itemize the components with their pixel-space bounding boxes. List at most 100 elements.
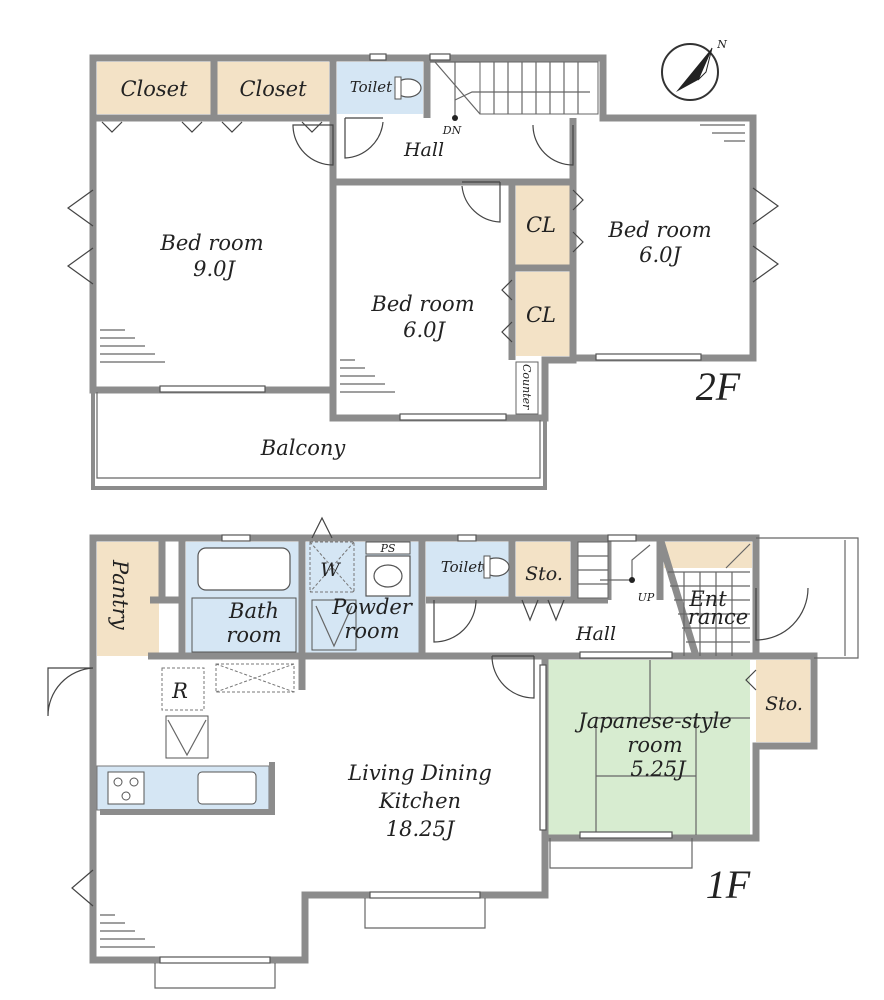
shelf-dashed <box>215 663 295 693</box>
powder-label-1: Powder <box>331 595 414 619</box>
door-swing-icon <box>491 655 535 699</box>
door-swing-icon <box>47 667 94 717</box>
bath-label-2: room <box>226 623 281 647</box>
toilet-icon <box>482 555 510 579</box>
2f-interior-walls <box>93 58 577 390</box>
balcony-label: Balcony <box>260 436 347 460</box>
powder-storage <box>311 599 357 651</box>
ps-box <box>365 541 411 555</box>
pantry-label: Pantry <box>108 559 132 631</box>
pantry-fill <box>97 542 159 656</box>
balcony-rail <box>91 392 547 490</box>
closet-1-fill <box>97 62 211 114</box>
door-swing-icon <box>292 124 334 166</box>
sto-1-fill <box>516 542 570 596</box>
hall-2f-label: Hall <box>403 139 444 161</box>
hatch-marks <box>100 914 155 948</box>
stairs-icon <box>430 61 599 121</box>
window <box>221 534 251 542</box>
bath-label-1: Bath <box>228 599 279 623</box>
sto2-label: Sto. <box>765 693 803 715</box>
ldk-label-2: Kitchen <box>378 789 461 813</box>
closet-2-fill <box>217 62 329 114</box>
door-swing-icon <box>311 516 333 539</box>
window <box>369 53 387 61</box>
window <box>159 956 271 964</box>
bed1-name: Bed room <box>159 231 263 255</box>
sto1-label: Sto. <box>525 563 563 585</box>
r-label: R <box>171 679 188 703</box>
door-swing-icon <box>755 587 809 641</box>
fridge <box>161 667 205 711</box>
entrance-fill <box>664 542 752 568</box>
bed2-name: Bed room <box>370 292 474 316</box>
hall-1f-label: Hall <box>575 623 616 645</box>
jp-label-2: room <box>627 733 682 757</box>
entrance-label-2: rance <box>688 605 748 629</box>
balcony-frame <box>154 838 693 989</box>
sto-2-fill <box>756 660 810 742</box>
window <box>457 534 477 542</box>
bathtub-icon <box>197 547 291 591</box>
sink-icon <box>365 555 411 597</box>
w-label: W <box>320 559 341 581</box>
floor-2f-label: 2F <box>696 364 741 409</box>
door-swing-icon <box>66 189 94 285</box>
door-swing-icon <box>433 599 477 643</box>
counter-fill <box>515 361 539 415</box>
window <box>539 664 547 831</box>
bath-floor <box>191 597 297 653</box>
bed2-size: 6.0J <box>403 318 446 342</box>
entrance-label-1: Ent <box>688 587 727 611</box>
appliance-box <box>165 715 209 759</box>
balcony-rail-inner <box>96 392 541 479</box>
sto-doors <box>521 599 565 622</box>
jp-label-3: 5.25J <box>630 757 687 781</box>
closet-doors <box>101 121 323 133</box>
door-swing-icon <box>532 124 574 166</box>
bed1-size: 9.0J <box>193 257 236 281</box>
closet-1-label: Closet <box>120 77 188 101</box>
ldk-label-3: 18.25J <box>386 817 456 841</box>
powder-storage-mark <box>315 605 353 648</box>
window <box>595 353 702 361</box>
cl2-label: CL <box>526 303 556 327</box>
japanese-room-fill <box>545 660 750 835</box>
cl-2-fill <box>516 272 570 356</box>
compass-n-label: N <box>716 38 727 51</box>
entrance-tiles <box>668 543 751 656</box>
washer-icon <box>309 541 355 593</box>
door-swing-icon <box>71 869 94 907</box>
window <box>579 831 673 839</box>
tatami-lines <box>595 660 750 835</box>
floor-1f-label: 1F <box>706 862 751 907</box>
compass-north-icon <box>661 43 719 101</box>
cl-doors <box>501 189 584 343</box>
kitchen-rail <box>100 762 275 815</box>
door-swing-icon <box>752 187 780 283</box>
window <box>579 651 673 659</box>
door-swing-icon <box>344 117 384 159</box>
floor-1f <box>47 516 859 989</box>
bed3-size: 6.0J <box>639 243 682 267</box>
appliance-mark <box>167 719 207 757</box>
toilet-2f-label: Toilet <box>350 78 393 96</box>
ps-label: PS <box>380 542 396 555</box>
stairs-icon <box>577 541 651 599</box>
window <box>159 385 266 393</box>
up-label: UP <box>638 591 655 604</box>
entrance-rail <box>756 537 859 659</box>
jp-label-1: Japanese-style <box>574 709 731 733</box>
window <box>607 534 637 542</box>
cl1-label: CL <box>526 213 556 237</box>
dn-label: DN <box>442 124 462 137</box>
powder-label-2: room <box>344 619 399 643</box>
kitchen-sink <box>197 771 257 805</box>
sto-2-door <box>745 669 757 691</box>
window <box>369 891 481 899</box>
toilet-icon <box>394 76 422 100</box>
window <box>399 413 507 421</box>
hatch-marks <box>100 124 745 393</box>
toilet-1f-label: Toilet <box>441 558 484 576</box>
